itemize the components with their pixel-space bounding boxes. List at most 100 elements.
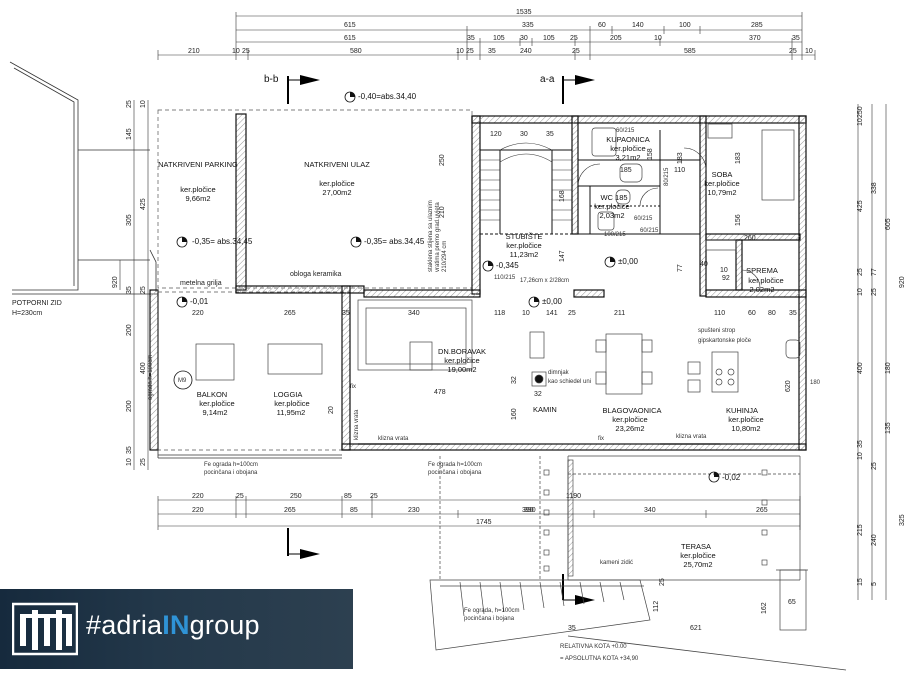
dim-top: 285 (751, 22, 763, 29)
svg-text:145: 145 (126, 128, 133, 140)
svg-text:10: 10 (522, 310, 530, 317)
section-markers: b-b a-a (264, 74, 595, 605)
chimney-box (529, 331, 545, 359)
svg-text:10,79m2: 10,79m2 (707, 188, 736, 197)
svg-text:92: 92 (722, 275, 730, 282)
svg-text:SOBA: SOBA (712, 170, 733, 179)
terrace-posts (543, 459, 768, 577)
dim-top: 10 (232, 48, 240, 55)
svg-text:220: 220 (192, 493, 204, 500)
door-dim: 60/215 (616, 128, 635, 134)
svg-text:211: 211 (614, 310, 625, 317)
bathroom-sink (619, 163, 643, 183)
svg-text:TERASA: TERASA (681, 542, 711, 551)
svg-text:ker.pločice: ker.pločice (612, 415, 647, 424)
door-dim: 180 (810, 380, 821, 386)
svg-text:ker.pločice: ker.pločice (704, 179, 739, 188)
dining-table (605, 333, 643, 395)
svg-text:160: 160 (511, 408, 518, 420)
svg-text:WC 185: WC 185 (600, 193, 627, 202)
svg-text:265: 265 (756, 507, 768, 514)
svg-text:ker.pločice: ker.pločice (180, 185, 215, 194)
left-dimension-lines (119, 100, 149, 470)
svg-text:183: 183 (735, 152, 742, 164)
svg-text:20: 20 (328, 406, 335, 414)
door-dim: 60/215 (640, 228, 659, 234)
dim-top: 100 (679, 22, 691, 29)
svg-text:ker.pločice: ker.pločice (680, 551, 715, 560)
fireplace-label: KAMIN (533, 405, 557, 414)
fence-label-2: Fe ograda h=100cm (428, 462, 482, 468)
svg-text:ker.pločice: ker.pločice (594, 202, 629, 211)
svg-text:478: 478 (434, 389, 446, 396)
svg-text:1745: 1745 (476, 519, 492, 526)
svg-text:5: 5 (871, 582, 878, 586)
svg-text:250: 250 (857, 106, 864, 118)
dim-top: 25 (572, 48, 580, 55)
inner-dimensions: 220 265 35 340 118 10 141 25 211 110 60 … (192, 131, 797, 632)
svg-text:10: 10 (140, 100, 147, 108)
logo-suffix: group (189, 610, 260, 640)
svg-text:25: 25 (236, 493, 244, 500)
svg-text:35: 35 (126, 446, 133, 454)
furniture (195, 123, 801, 395)
svg-text:ker.pločice: ker.pločice (444, 356, 479, 365)
fence-label-1: Fe ograda h=100cm (204, 462, 258, 468)
svg-text:-0,35= abs.34,45: -0,35= abs.34,45 (364, 237, 425, 246)
dim-top: 25 (242, 48, 250, 55)
svg-text:15: 15 (857, 578, 864, 586)
interior-partitions (480, 130, 700, 235)
dim-top: 240 (520, 48, 532, 55)
dim-top: 25 (789, 48, 797, 55)
svg-text:25: 25 (659, 578, 666, 586)
svg-text:-0,40=abs.34,40: -0,40=abs.34,40 (358, 92, 417, 101)
level-marker-top: -0,40=abs.34,40 (344, 91, 417, 103)
svg-text:60: 60 (748, 310, 756, 317)
svg-text:250: 250 (290, 493, 302, 500)
level-marker-parking: -0,35= abs.34,45 (176, 236, 253, 248)
svg-text:STUBIŠTE: STUBIŠTE (506, 232, 543, 241)
stair-size: 110/215 (494, 275, 516, 281)
bed (761, 129, 795, 201)
svg-text:30: 30 (520, 131, 528, 138)
dim-top: 105 (543, 35, 555, 42)
svg-text:ker.pločice: ker.pločice (748, 276, 783, 285)
svg-text:85: 85 (350, 507, 358, 514)
stone-wall-label: kameni zidić (600, 560, 633, 566)
svg-text:32: 32 (534, 391, 542, 398)
dim-top: 60 (598, 22, 606, 29)
door-dim: 100/215 (604, 232, 626, 238)
dim-top: 10 (456, 48, 464, 55)
svg-text:25,70m2: 25,70m2 (683, 560, 712, 569)
svg-text:260: 260 (744, 235, 756, 242)
svg-text:11,23m2: 11,23m2 (510, 250, 539, 259)
dim-top: 140 (632, 22, 644, 29)
svg-text:158: 158 (647, 148, 654, 160)
level-marker-entrance: -0,35= abs.34,45 (350, 236, 425, 248)
dim-top: 35 (488, 48, 496, 55)
retaining-wall-height: H=230cm (12, 310, 42, 317)
m9-marker (173, 370, 193, 390)
wc-sink (597, 211, 615, 231)
svg-text:135: 135 (885, 422, 892, 434)
svg-text:ker.pločice: ker.pločice (319, 179, 354, 188)
fireplace (531, 371, 547, 387)
dim-top: 35 (792, 35, 800, 42)
fence-label-2b: pocinčana i obojana (428, 470, 482, 476)
fence-label-3: Fe ograda, h=100cm (464, 608, 520, 614)
svg-text:25: 25 (857, 268, 864, 276)
retaining-wall-label: POTPORNI ZID (12, 300, 62, 307)
relative-level-label: RELATIVNA KOTA +0.00 (560, 644, 627, 650)
door-dim: 80/215 (664, 167, 670, 186)
sliding-door-label-1: klizna vrata (378, 436, 409, 442)
logo-banner: #adriaINgroup (0, 589, 353, 669)
svg-text:77: 77 (677, 264, 684, 272)
svg-text:162: 162 (761, 602, 768, 614)
dim-overall: 1535 (516, 9, 532, 16)
